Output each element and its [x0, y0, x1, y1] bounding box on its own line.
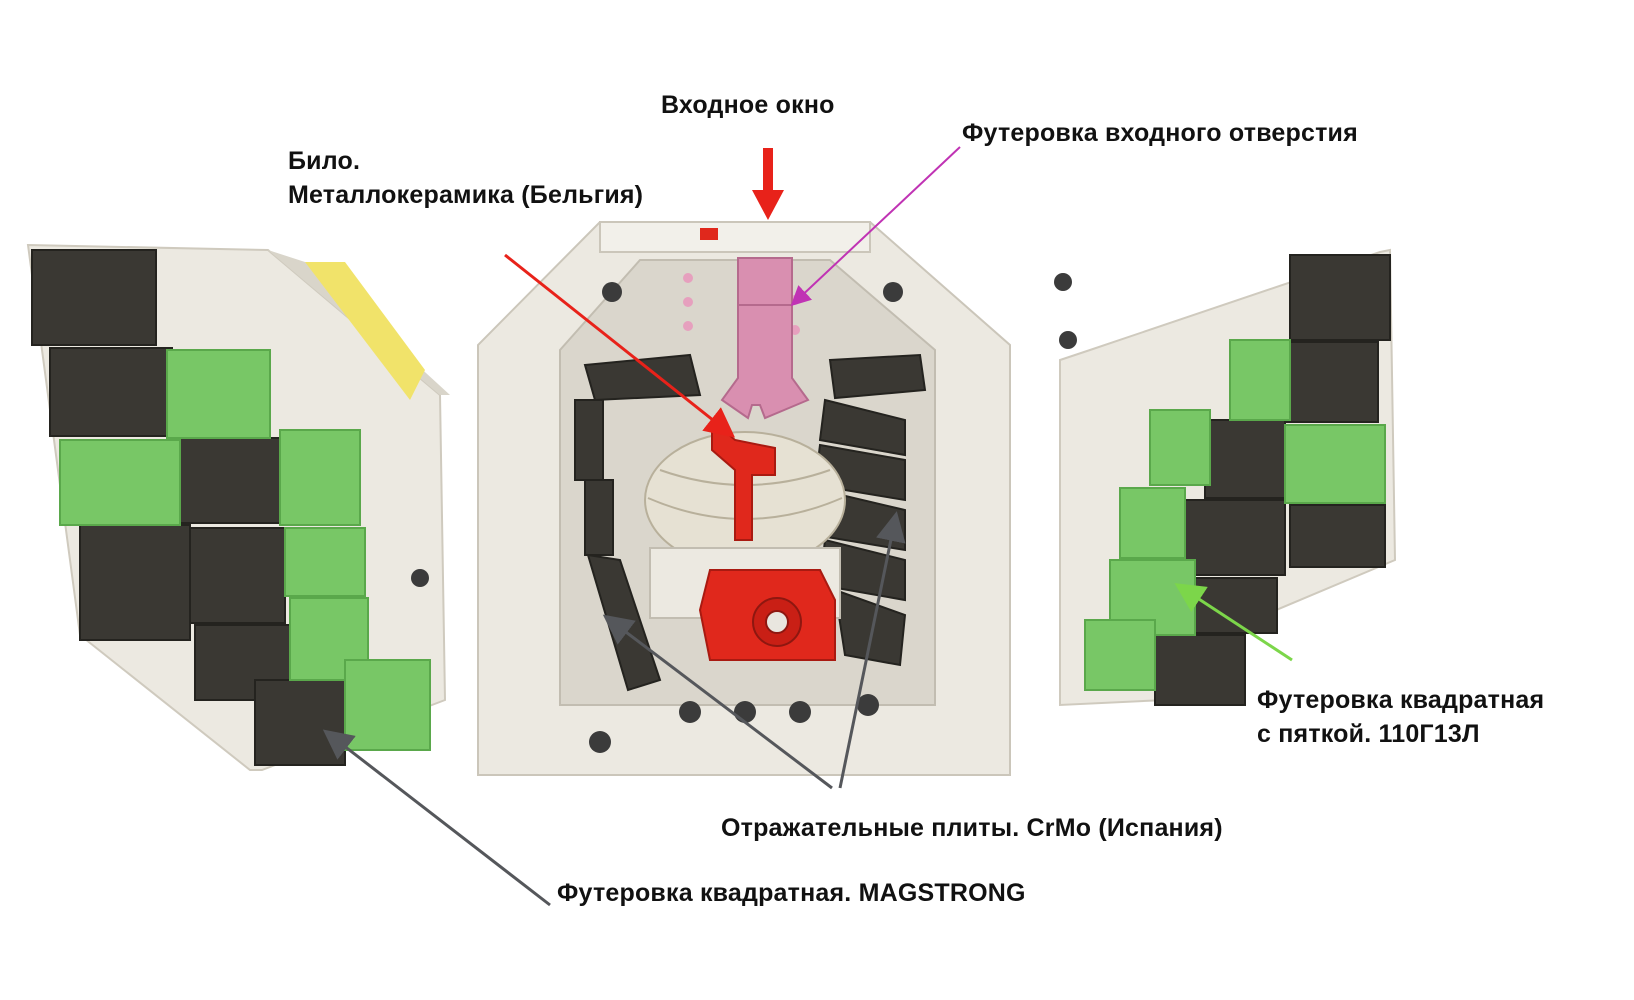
- square-lining-heel-label-line1: Футеровка квадратная: [1257, 686, 1545, 714]
- inlet-lining: [720, 257, 810, 420]
- impact-plates-leader-right: [838, 511, 906, 789]
- blow-bar-leader: [504, 253, 736, 438]
- magstrong-leader: [322, 729, 551, 907]
- blow-bar-label-line1: Било.: [288, 147, 361, 175]
- inlet-window-arrow: [752, 148, 784, 220]
- impact-plates-leader-left: [602, 614, 833, 790]
- right-green-plates: [1084, 339, 1386, 691]
- inlet-lining-leader: [790, 146, 961, 307]
- yellow-strip: [305, 262, 425, 400]
- inlet-window-label: Входное окно: [661, 91, 835, 119]
- square-lining-heel-label-line2: с пяткой. 110Г13Л: [1257, 720, 1480, 748]
- impact-plates-label: Отражательные плиты. CrMo (Испания): [721, 814, 1223, 842]
- right-wing: [1059, 248, 1397, 707]
- bearing-housing: [698, 569, 836, 661]
- inlet-lining-label: Футеровка входного отверстия: [962, 119, 1358, 147]
- blow-bar: [711, 417, 776, 541]
- blow-bar-label-line2: Металлокерамика (Бельгия): [288, 181, 644, 209]
- left-wing: [26, 243, 450, 771]
- top-red-marker: [700, 228, 718, 240]
- right-dark-plates: [1154, 254, 1391, 706]
- left-green-plates: [59, 349, 431, 751]
- square-lining-magstrong-label: Футеровка квадратная. MAGSTRONG: [557, 879, 1026, 907]
- square-lining-heel-leader: [1174, 583, 1293, 662]
